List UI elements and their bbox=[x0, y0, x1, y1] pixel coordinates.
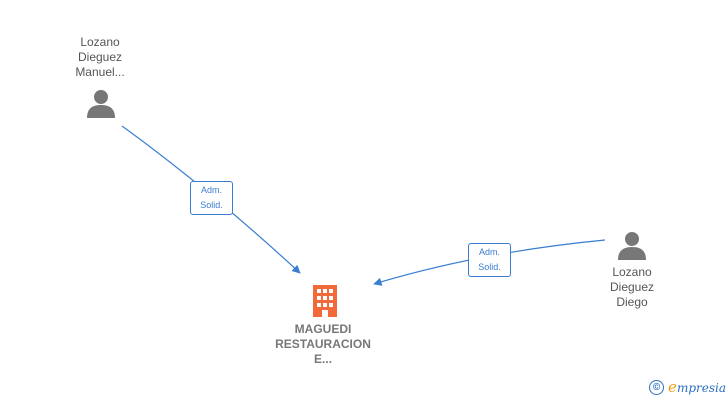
brand-watermark: © empresia bbox=[649, 378, 726, 396]
person2-name-line: Lozano bbox=[612, 265, 652, 279]
edge-label-line: Solid. bbox=[478, 262, 501, 272]
company-name-line: MAGUEDI bbox=[294, 322, 352, 336]
edge-label-line: Solid. bbox=[200, 200, 223, 210]
person-icon[interactable] bbox=[86, 88, 116, 118]
person1-name-line: Lozano bbox=[80, 35, 120, 49]
edge-label-person2-company[interactable]: Adm. Solid. bbox=[468, 243, 511, 277]
edge-label-line: Adm. bbox=[478, 247, 500, 257]
person1-name-line: Manuel... bbox=[75, 65, 125, 79]
person2-name-line: Dieguez bbox=[609, 280, 655, 294]
person2-name[interactable]: Lozano Dieguez Diego bbox=[587, 265, 677, 310]
edge-label-line: Adm. bbox=[200, 185, 222, 195]
company-name-line: E... bbox=[313, 352, 332, 366]
copyright-icon: © bbox=[649, 379, 665, 395]
person-icon[interactable] bbox=[617, 230, 647, 260]
person1-name-line: Dieguez bbox=[77, 50, 123, 64]
building-icon[interactable] bbox=[310, 283, 340, 317]
brand-logo: empresia bbox=[668, 378, 726, 396]
edge-label-person1-company[interactable]: Adm. Solid. bbox=[190, 181, 233, 215]
person1-name[interactable]: Lozano Dieguez Manuel... bbox=[55, 35, 145, 80]
person2-name-line: Diego bbox=[616, 295, 648, 309]
company-name[interactable]: MAGUEDI RESTAURACION E... bbox=[258, 322, 388, 367]
company-name-line: RESTAURACION bbox=[275, 337, 371, 351]
